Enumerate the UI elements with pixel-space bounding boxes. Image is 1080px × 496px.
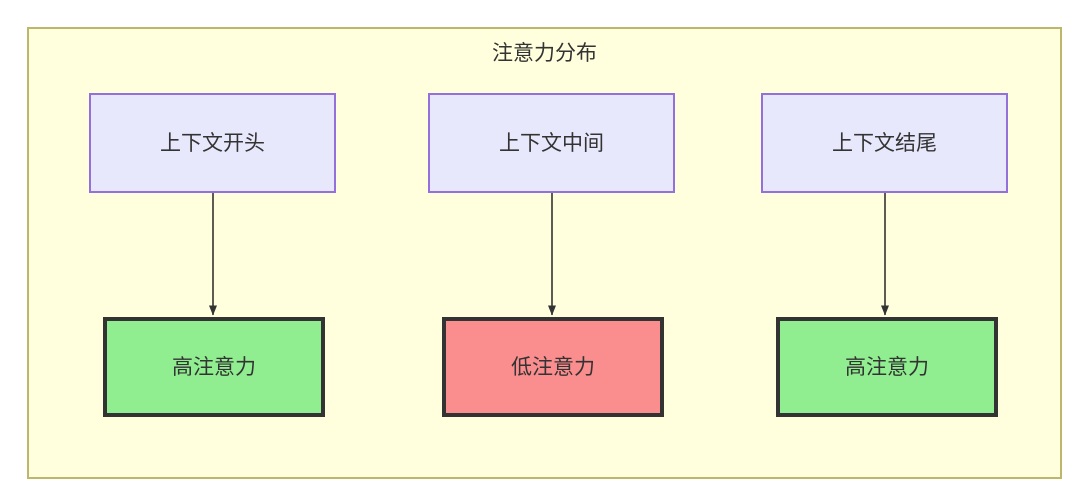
node-label: 低注意力 (511, 355, 595, 379)
node-context-end[interactable]: 上下文结尾 (761, 93, 1008, 193)
node-label: 高注意力 (845, 355, 929, 379)
node-context-middle[interactable]: 上下文中间 (428, 93, 675, 193)
subgraph-title: 注意力分布 (492, 42, 597, 65)
node-low-attention-middle[interactable]: 低注意力 (442, 317, 664, 417)
node-label: 上下文开头 (160, 131, 265, 155)
node-high-attention-start[interactable]: 高注意力 (103, 317, 325, 417)
node-label: 上下文中间 (499, 131, 604, 155)
node-high-attention-end[interactable]: 高注意力 (776, 317, 998, 417)
node-label: 高注意力 (172, 355, 256, 379)
node-label: 上下文结尾 (832, 131, 937, 155)
node-context-start[interactable]: 上下文开头 (89, 93, 336, 193)
